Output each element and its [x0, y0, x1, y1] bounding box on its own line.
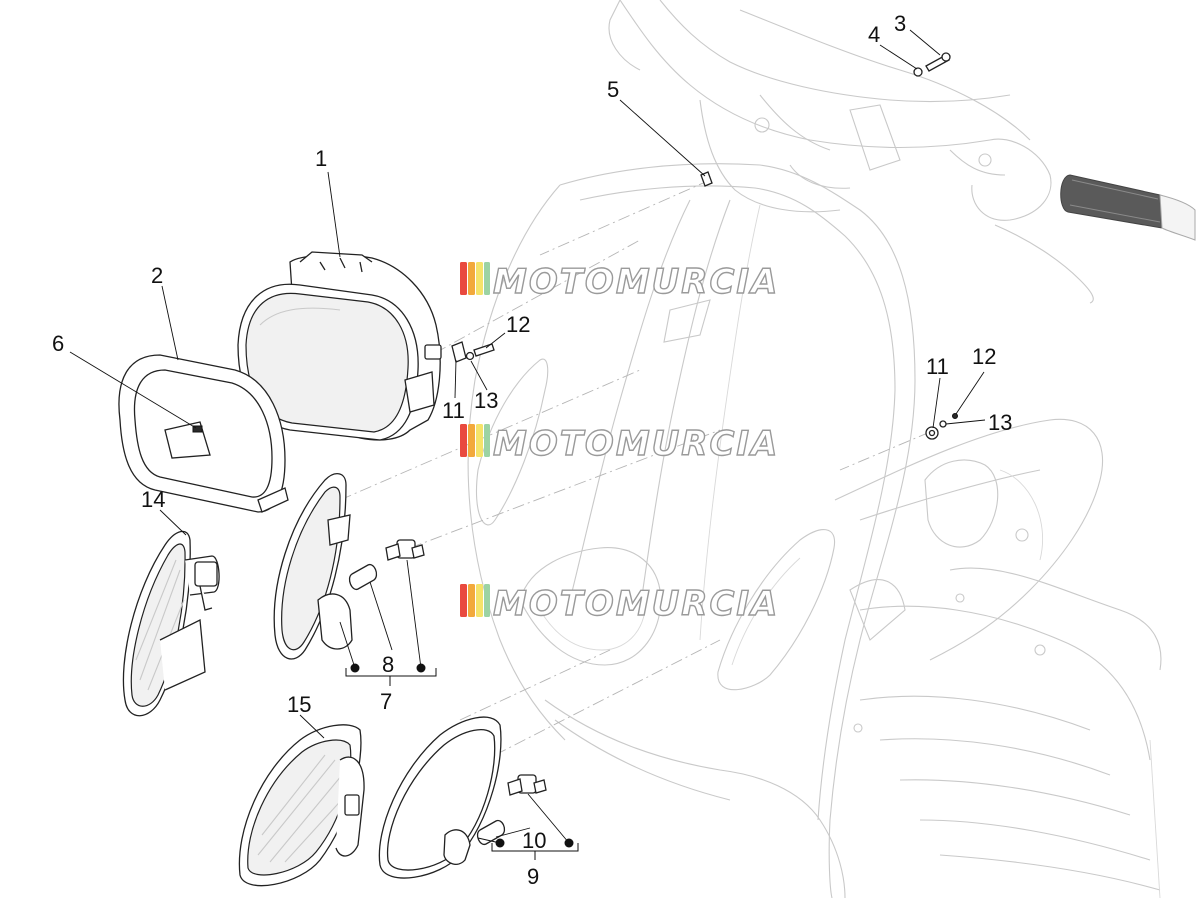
- callout-12-headlamp: 12: [506, 312, 530, 337]
- callout-3: 3: [894, 11, 906, 36]
- handlebar-assembly: [608, 0, 1196, 304]
- watermark-text: MOTOMURCIA: [493, 424, 779, 464]
- watermark-top: MOTOMURCIA: [460, 261, 779, 303]
- right-indicator-lens: [378, 716, 502, 879]
- callout-11-side: 11: [926, 354, 949, 379]
- callout-4: 4: [868, 22, 880, 47]
- watermark-stripes: [460, 584, 490, 617]
- watermark-middle: MOTOMURCIA: [460, 423, 779, 465]
- side-fasteners: [925, 413, 958, 440]
- callout-2: 2: [151, 263, 163, 288]
- watermark-text: MOTOMURCIA: [493, 584, 779, 624]
- callout-15: 15: [287, 692, 311, 717]
- callout-14: 14: [141, 487, 165, 512]
- left-indicator: [122, 530, 220, 717]
- leader-lines: [69, 29, 986, 844]
- callout-10: 10: [522, 828, 546, 853]
- callout-13-headlamp: 13: [474, 388, 498, 413]
- headlamp-bezel: [118, 354, 289, 513]
- left-indicator-lens: [273, 473, 353, 660]
- callout-12-side: 12: [972, 344, 996, 369]
- callout-13-side: 13: [988, 410, 1012, 435]
- callout-5: 5: [607, 77, 619, 102]
- callout-8: 8: [382, 652, 394, 677]
- group-bracket-9: [491, 838, 579, 860]
- watermark-stripes: [460, 424, 490, 457]
- group-bracket-7: [345, 663, 437, 686]
- callout-11-headlamp: 11: [442, 398, 465, 423]
- headlamp-fasteners: [451, 341, 495, 363]
- watermark-bottom: MOTOMURCIA: [460, 583, 779, 625]
- callout-9: 9: [527, 864, 539, 889]
- watermark-stripes: [460, 262, 490, 295]
- callout-1: 1: [315, 146, 327, 171]
- indicator-bulbs-8: [348, 539, 425, 591]
- watermark-text: MOTOMURCIA: [493, 262, 779, 302]
- callout-labels: 1 2 3 4 5 6 7 8 9 10 11 11 12 12 13 13 1…: [52, 11, 1012, 889]
- headlamp-unit: [237, 251, 442, 441]
- callout-6: 6: [52, 331, 64, 356]
- right-indicator: [238, 724, 365, 887]
- top-screws: [700, 52, 951, 187]
- callout-7: 7: [380, 689, 392, 714]
